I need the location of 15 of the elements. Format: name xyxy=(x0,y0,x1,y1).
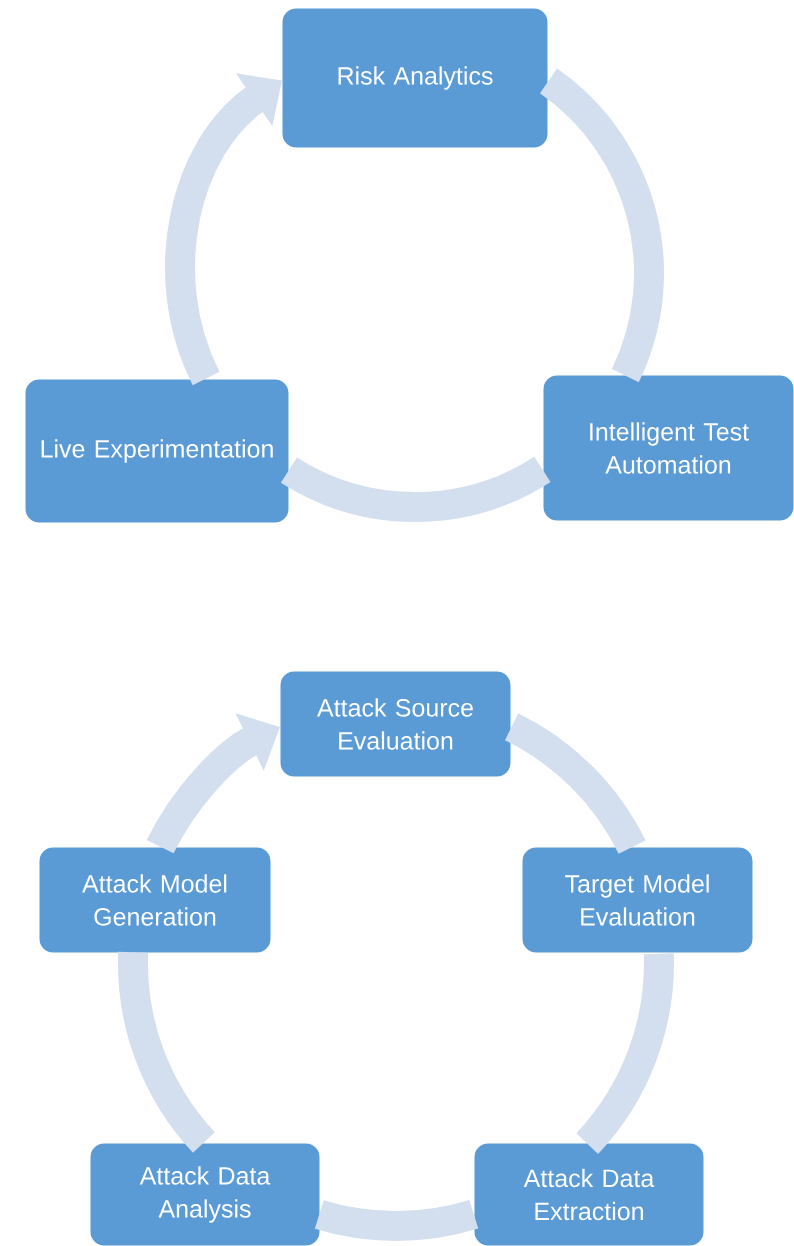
process-box: Risk Analytics xyxy=(281,7,549,149)
process-box: Intelligent Test Automation xyxy=(542,374,794,522)
cycle-arc xyxy=(118,952,216,1153)
cycle-arc xyxy=(575,953,674,1154)
cycle-arc xyxy=(315,1199,478,1241)
process-box: Attack Data Analysis xyxy=(89,1142,321,1246)
process-box: Attack Data Extraction xyxy=(473,1142,705,1246)
cycle-arc xyxy=(504,713,646,855)
cycle-arc xyxy=(539,69,664,382)
cycle-arrow xyxy=(165,73,282,385)
process-box: Attack Model Generation xyxy=(38,846,272,954)
process-box: Target Model Evaluation xyxy=(521,846,754,954)
process-box: Attack Source Evaluation xyxy=(279,670,512,778)
process-box: Live Experimentation xyxy=(24,378,290,524)
cycle-arc xyxy=(281,456,550,522)
